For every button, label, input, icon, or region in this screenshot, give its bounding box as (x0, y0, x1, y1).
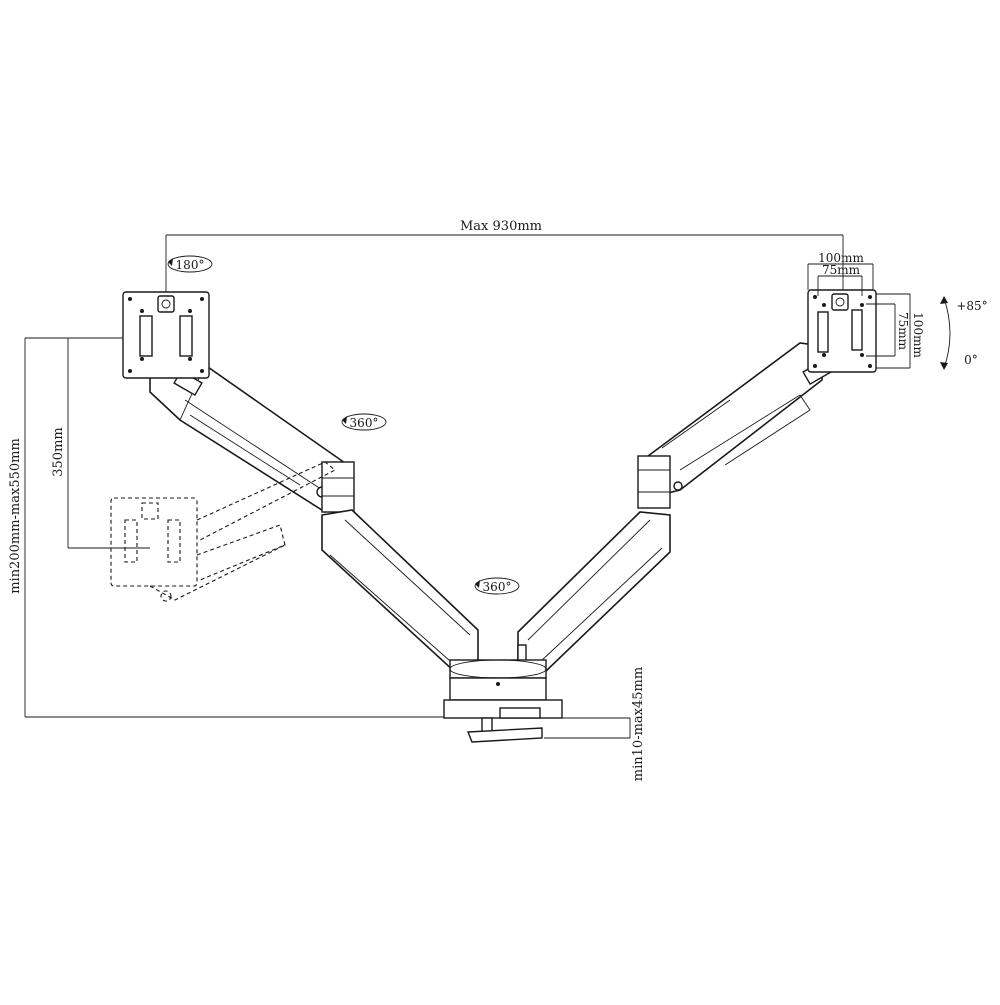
max-reach-dimension: Max 930mm (165, 219, 844, 295)
left-vesa-plate (122, 291, 210, 379)
elbow-swivel-indicator: 360° (341, 413, 387, 431)
height-range-label: min200mm-max550mm (8, 438, 23, 594)
tilt-min-label: 0° (964, 353, 978, 367)
vesa-dimensions: 100mm 75mm 100mm 75mm (807, 251, 925, 369)
base-swivel-label: 360° (483, 580, 512, 594)
screen-rotation-label: 180° (176, 258, 205, 272)
vesa-outer-vertical-label: 100mm (911, 312, 925, 358)
base-swivel-indicator: 360° (474, 577, 520, 595)
left-upper-arm (149, 364, 355, 513)
max-reach-label: Max 930mm (460, 219, 542, 234)
vertical-travel-dimension: 350mm (51, 338, 150, 549)
tilt-indicator: +85° 0° (940, 296, 988, 370)
vesa-outer-label: 100mm (818, 251, 864, 265)
vesa-inner-label: 75mm (822, 263, 861, 277)
lowered-position-outline (110, 461, 337, 602)
height-range-dimension: min200mm-max550mm (8, 337, 444, 718)
tilt-max-label: +85° (956, 299, 987, 313)
left-lower-arm (321, 509, 479, 673)
base-clamp (443, 659, 563, 743)
vesa-inner-vertical-label: 75mm (896, 312, 910, 351)
clamp-range-label: min10-max45mm (631, 667, 646, 781)
elbow-swivel-label: 360° (350, 416, 379, 430)
right-lower-arm (517, 511, 671, 673)
right-upper-arm (637, 342, 832, 509)
vertical-travel-label: 350mm (51, 427, 66, 476)
clamp-range-dimension: min10-max45mm (544, 667, 646, 781)
screen-rotation-indicator: 180° (167, 255, 213, 273)
right-vesa-plate (807, 289, 877, 373)
